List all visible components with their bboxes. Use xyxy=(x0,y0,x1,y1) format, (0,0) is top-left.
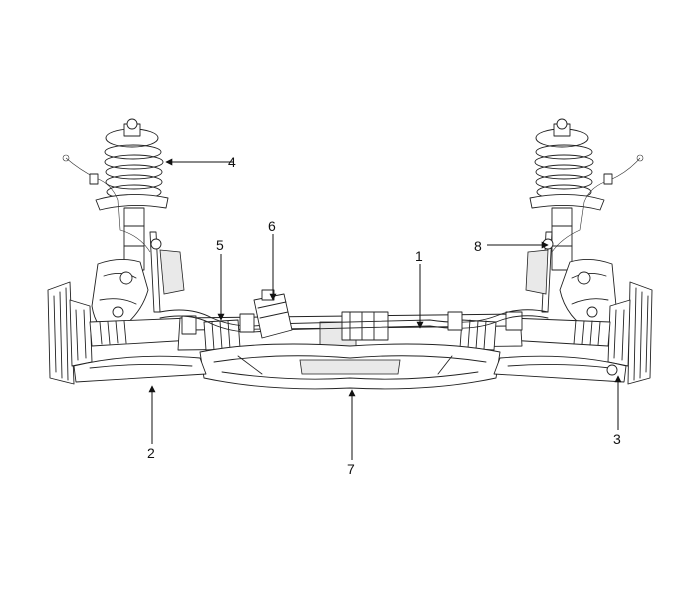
callout-1: 1 xyxy=(415,248,423,264)
steering-gear-box xyxy=(177,311,523,351)
callout-6: 6 xyxy=(268,218,276,234)
callout-4: 4 xyxy=(228,154,236,170)
callout-8: 8 xyxy=(474,238,482,254)
sub-frame xyxy=(199,343,501,390)
lower-control-arms xyxy=(73,355,627,383)
right-strut-assembly xyxy=(525,118,653,385)
drive-shafts xyxy=(89,317,611,347)
ball-joint-right xyxy=(606,364,618,376)
left-strut-assembly xyxy=(47,118,185,385)
callout-2: 2 xyxy=(147,445,155,461)
stabilizer-bar xyxy=(159,309,549,333)
callout-5: 5 xyxy=(216,237,224,253)
callout-3: 3 xyxy=(613,431,621,447)
callout-7: 7 xyxy=(347,461,355,477)
